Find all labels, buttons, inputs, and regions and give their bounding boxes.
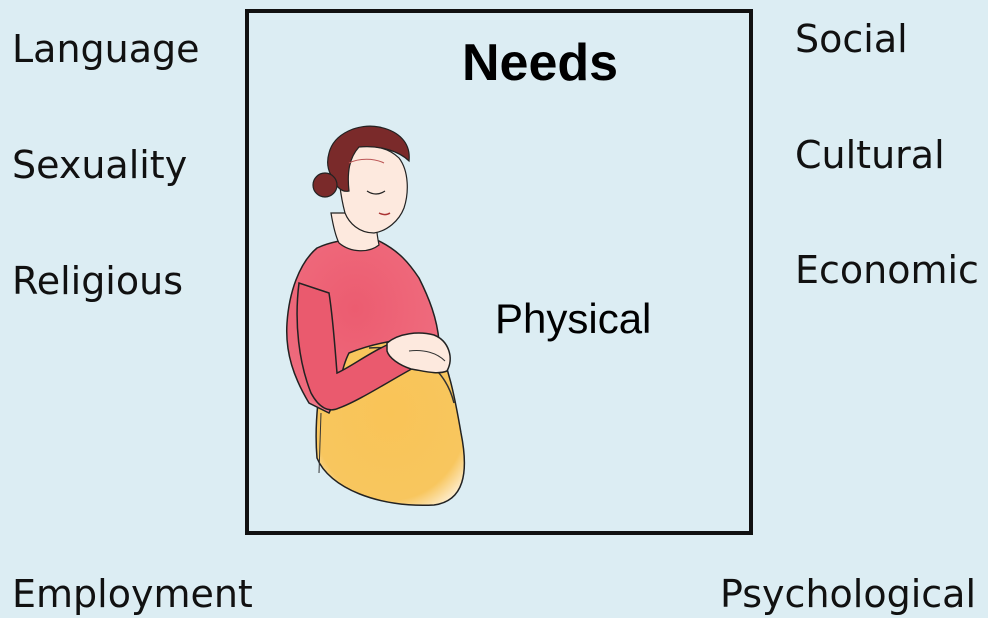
physical-label: Physical [495,298,651,340]
need-economic-label: Economic [795,251,979,289]
pregnant-woman-illustration [259,113,479,513]
need-psychological-label: Psychological [720,575,976,613]
need-language-label: Language [12,30,200,68]
need-sexuality-label: Sexuality [12,146,187,184]
need-cultural-label: Cultural [795,136,945,174]
needs-box: Needs Physical [245,9,753,535]
hair-bun-shape [313,173,337,197]
needs-title: Needs [462,37,618,89]
need-social-label: Social [795,20,908,58]
need-religious-label: Religious [12,262,183,300]
need-employment-label: Employment [12,575,253,613]
